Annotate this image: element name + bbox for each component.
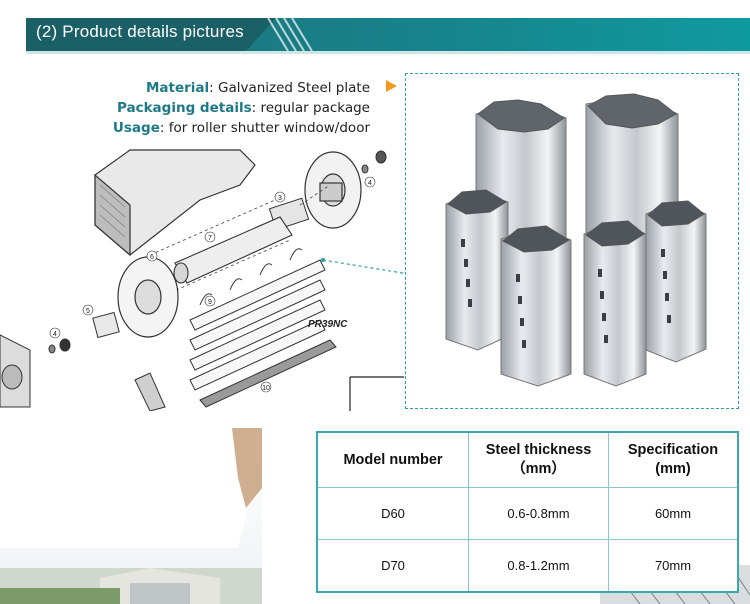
- table-header-row: Model number Steel thickness （mm） Specif…: [316, 431, 739, 488]
- shutter-slats: [189, 259, 337, 408]
- cell-spec: 60mm: [608, 487, 739, 540]
- header-underline: [26, 51, 750, 54]
- usage-value: : for roller shutter window/door: [159, 120, 370, 136]
- arrow-right-icon: [386, 80, 397, 92]
- octagonal-tubes-photo: [445, 93, 707, 387]
- header-bar-dark: [26, 18, 276, 51]
- packaging-value: : regular package: [251, 100, 370, 116]
- product-specs: Material: Galvanized Steel plate Packagi…: [113, 78, 370, 138]
- mounting-frame-corner: [349, 376, 404, 411]
- packaging-label: Packaging details: [116, 100, 252, 116]
- table-row: D60 0.6-0.8mm 60mm: [316, 487, 739, 540]
- callout-4: 4: [368, 180, 372, 187]
- header-model-number: Model number: [316, 431, 469, 488]
- callout-10: 10: [262, 385, 270, 392]
- usage-label: Usage: [112, 120, 160, 136]
- left-end-plate: [117, 256, 179, 338]
- tube-front-4: [645, 200, 707, 363]
- material-value: : Galvanized Steel plate: [209, 80, 370, 96]
- specification-table: Model number Steel thickness （mm） Specif…: [316, 431, 739, 593]
- callout-5: 5: [86, 308, 90, 315]
- tube-slot-holes: [461, 239, 671, 348]
- callout-7: 7: [208, 235, 212, 242]
- shutter-box-housing: [94, 149, 256, 257]
- roller-shutter-exploded-diagram: PR39NC 4 3 7 6 9 5 4 10: [0, 149, 404, 411]
- cell-model: D70: [316, 539, 469, 593]
- section-title: (2) Product details pictures: [36, 22, 244, 41]
- header-stripes-decoration: [267, 18, 313, 51]
- material-label: Material: [145, 80, 210, 96]
- left-motor-bushing: [48, 311, 120, 354]
- table-row: D70 0.8-1.2mm 70mm: [316, 539, 739, 593]
- callout-3: 3: [278, 195, 282, 202]
- left-bracket: [0, 334, 31, 408]
- cell-model: D60: [316, 487, 469, 540]
- callout-4b: 4: [53, 331, 57, 338]
- shutter-straps: [199, 248, 303, 306]
- usage-line: Usage: for roller shutter window/door: [113, 118, 370, 138]
- octagonal-tube: [173, 216, 293, 284]
- material-line: Material: Galvanized Steel plate: [113, 78, 370, 98]
- product-photo-frame: [405, 73, 739, 409]
- callout-6: 6: [150, 254, 154, 261]
- tube-front-3: [583, 220, 647, 387]
- callout-9: 9: [208, 299, 212, 306]
- cell-thickness: 0.6-0.8mm: [468, 487, 609, 540]
- cell-spec: 70mm: [608, 539, 739, 593]
- right-nut: [361, 150, 387, 174]
- tube-front-2: [500, 225, 572, 387]
- section-header: (2) Product details pictures: [0, 0, 750, 54]
- factory-photo: [0, 428, 262, 604]
- model-label: PR39NC: [308, 319, 348, 330]
- tube-front-1: [445, 189, 509, 351]
- header-specification: Specification (mm): [608, 431, 739, 488]
- packaging-line: Packaging details: regular package: [113, 98, 370, 118]
- right-end-plate: [304, 151, 362, 229]
- guide-rail: [134, 372, 166, 411]
- cell-thickness: 0.8-1.2mm: [468, 539, 609, 593]
- header-steel-thickness: Steel thickness （mm）: [468, 431, 609, 488]
